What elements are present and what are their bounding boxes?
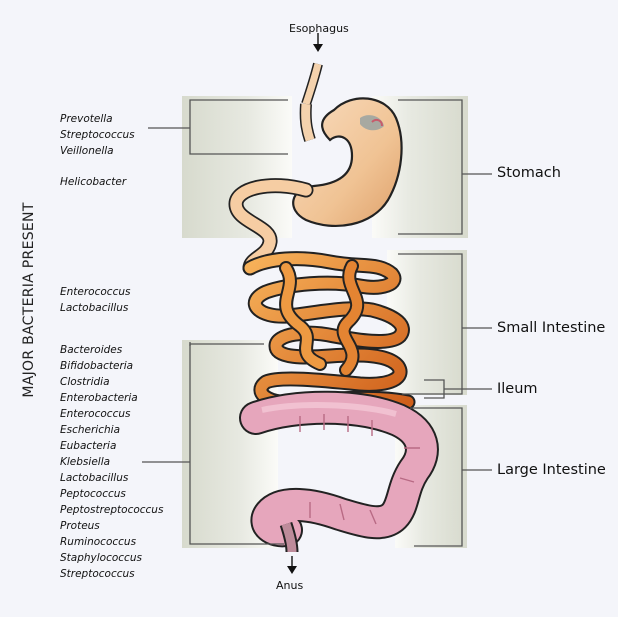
bacteria-item: Lactobacillus [60, 303, 128, 314]
esophagus-label: Esophagus [289, 23, 349, 34]
bacteria-item: Peptostreptococcus [60, 505, 163, 516]
bacteria-item: Clostridia [60, 377, 110, 388]
bacteria-item: Streptococcus [60, 569, 135, 580]
large-intestine-label: Large Intestine [497, 463, 606, 478]
bacteria-item: Peptococcus [60, 489, 126, 500]
bacteria-item: Lactobacillus [60, 473, 128, 484]
esophagus-arrow [313, 33, 323, 52]
bacteria-item: Ruminococcus [60, 537, 136, 548]
bacteria-item: Escherichia [60, 425, 120, 436]
esophagus [306, 64, 318, 140]
bacteria-item: Bacteroides [60, 345, 122, 356]
small-intestine-label: Small Intestine [497, 321, 605, 336]
anus-arrow [287, 556, 297, 574]
small-intestine-organ [250, 259, 408, 403]
bacteria-item: Klebsiella [60, 457, 110, 468]
bacteria-item: Helicobacter [60, 177, 126, 188]
ileum-label: Ileum [497, 382, 538, 397]
sidebar-title: MAJOR BACTERIA PRESENT [21, 202, 37, 397]
bacteria-item: Eubacteria [60, 441, 116, 452]
bacteria-item: Proteus [60, 521, 100, 532]
bacteria-item: Staphylococcus [60, 553, 142, 564]
bacteria-item: Enterococcus [60, 409, 130, 420]
anus-label: Anus [276, 580, 303, 591]
bacteria-item: Streptococcus [60, 130, 135, 141]
stomach-label: Stomach [497, 166, 561, 181]
bacteria-item: Prevotella [60, 114, 113, 125]
bacteria-item: Enterococcus [60, 287, 130, 298]
bacteria-item: Enterobacteria [60, 393, 138, 404]
large-intestine-organ [256, 405, 422, 552]
bacteria-item: Bifidobacteria [60, 361, 133, 372]
bacteria-item: Veillonella [60, 146, 114, 157]
